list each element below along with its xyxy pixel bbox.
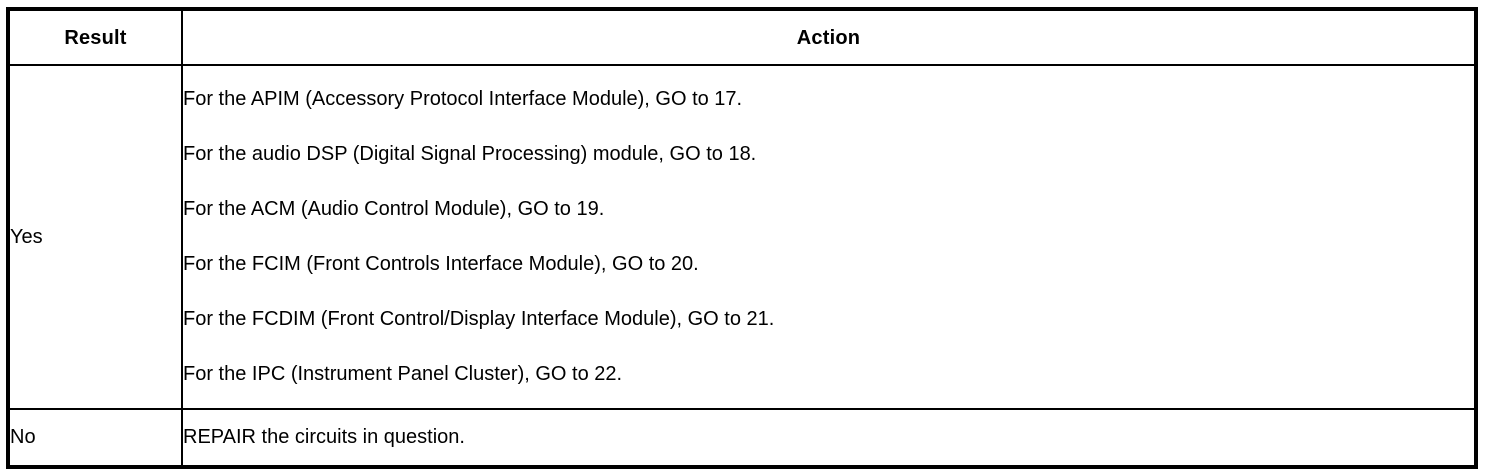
table-header-row: Result Action [7,8,1477,66]
action-cell-yes: For the APIM (Accessory Protocol Interfa… [181,64,1477,410]
action-step-acm: For the ACM (Audio Control Module), GO t… [183,198,605,220]
table-row: Yes For the APIM (Accessory Protocol Int… [7,64,1477,410]
table-header: Result Action [7,8,1477,66]
action-step-fcdim: For the FCDIM (Front Control/Display Int… [183,308,775,330]
action-step-ipc: For the IPC (Instrument Panel Cluster), … [183,363,623,385]
column-header-result: Result [7,8,183,66]
action-cell-no: REPAIR the circuits in question. [181,408,1477,468]
action-step-fcim: For the FCIM (Front Controls Interface M… [183,253,699,275]
action-step-dsp: For the audio DSP (Digital Signal Proces… [183,143,757,165]
table-row: No REPAIR the circuits in question. [7,408,1477,468]
action-step-repair: REPAIR the circuits in question. [183,426,465,448]
action-step-list: For the APIM (Accessory Protocol Interfa… [183,72,1474,402]
result-value-no: No [7,408,183,468]
action-step-apim: For the APIM (Accessory Protocol Interfa… [183,88,743,110]
column-header-action: Action [181,8,1477,66]
diagnostic-result-action-table: Result Action Yes For the APIM (Accessor… [6,7,1478,469]
table-body: Yes For the APIM (Accessory Protocol Int… [7,64,1477,468]
result-value-yes: Yes [7,64,183,410]
